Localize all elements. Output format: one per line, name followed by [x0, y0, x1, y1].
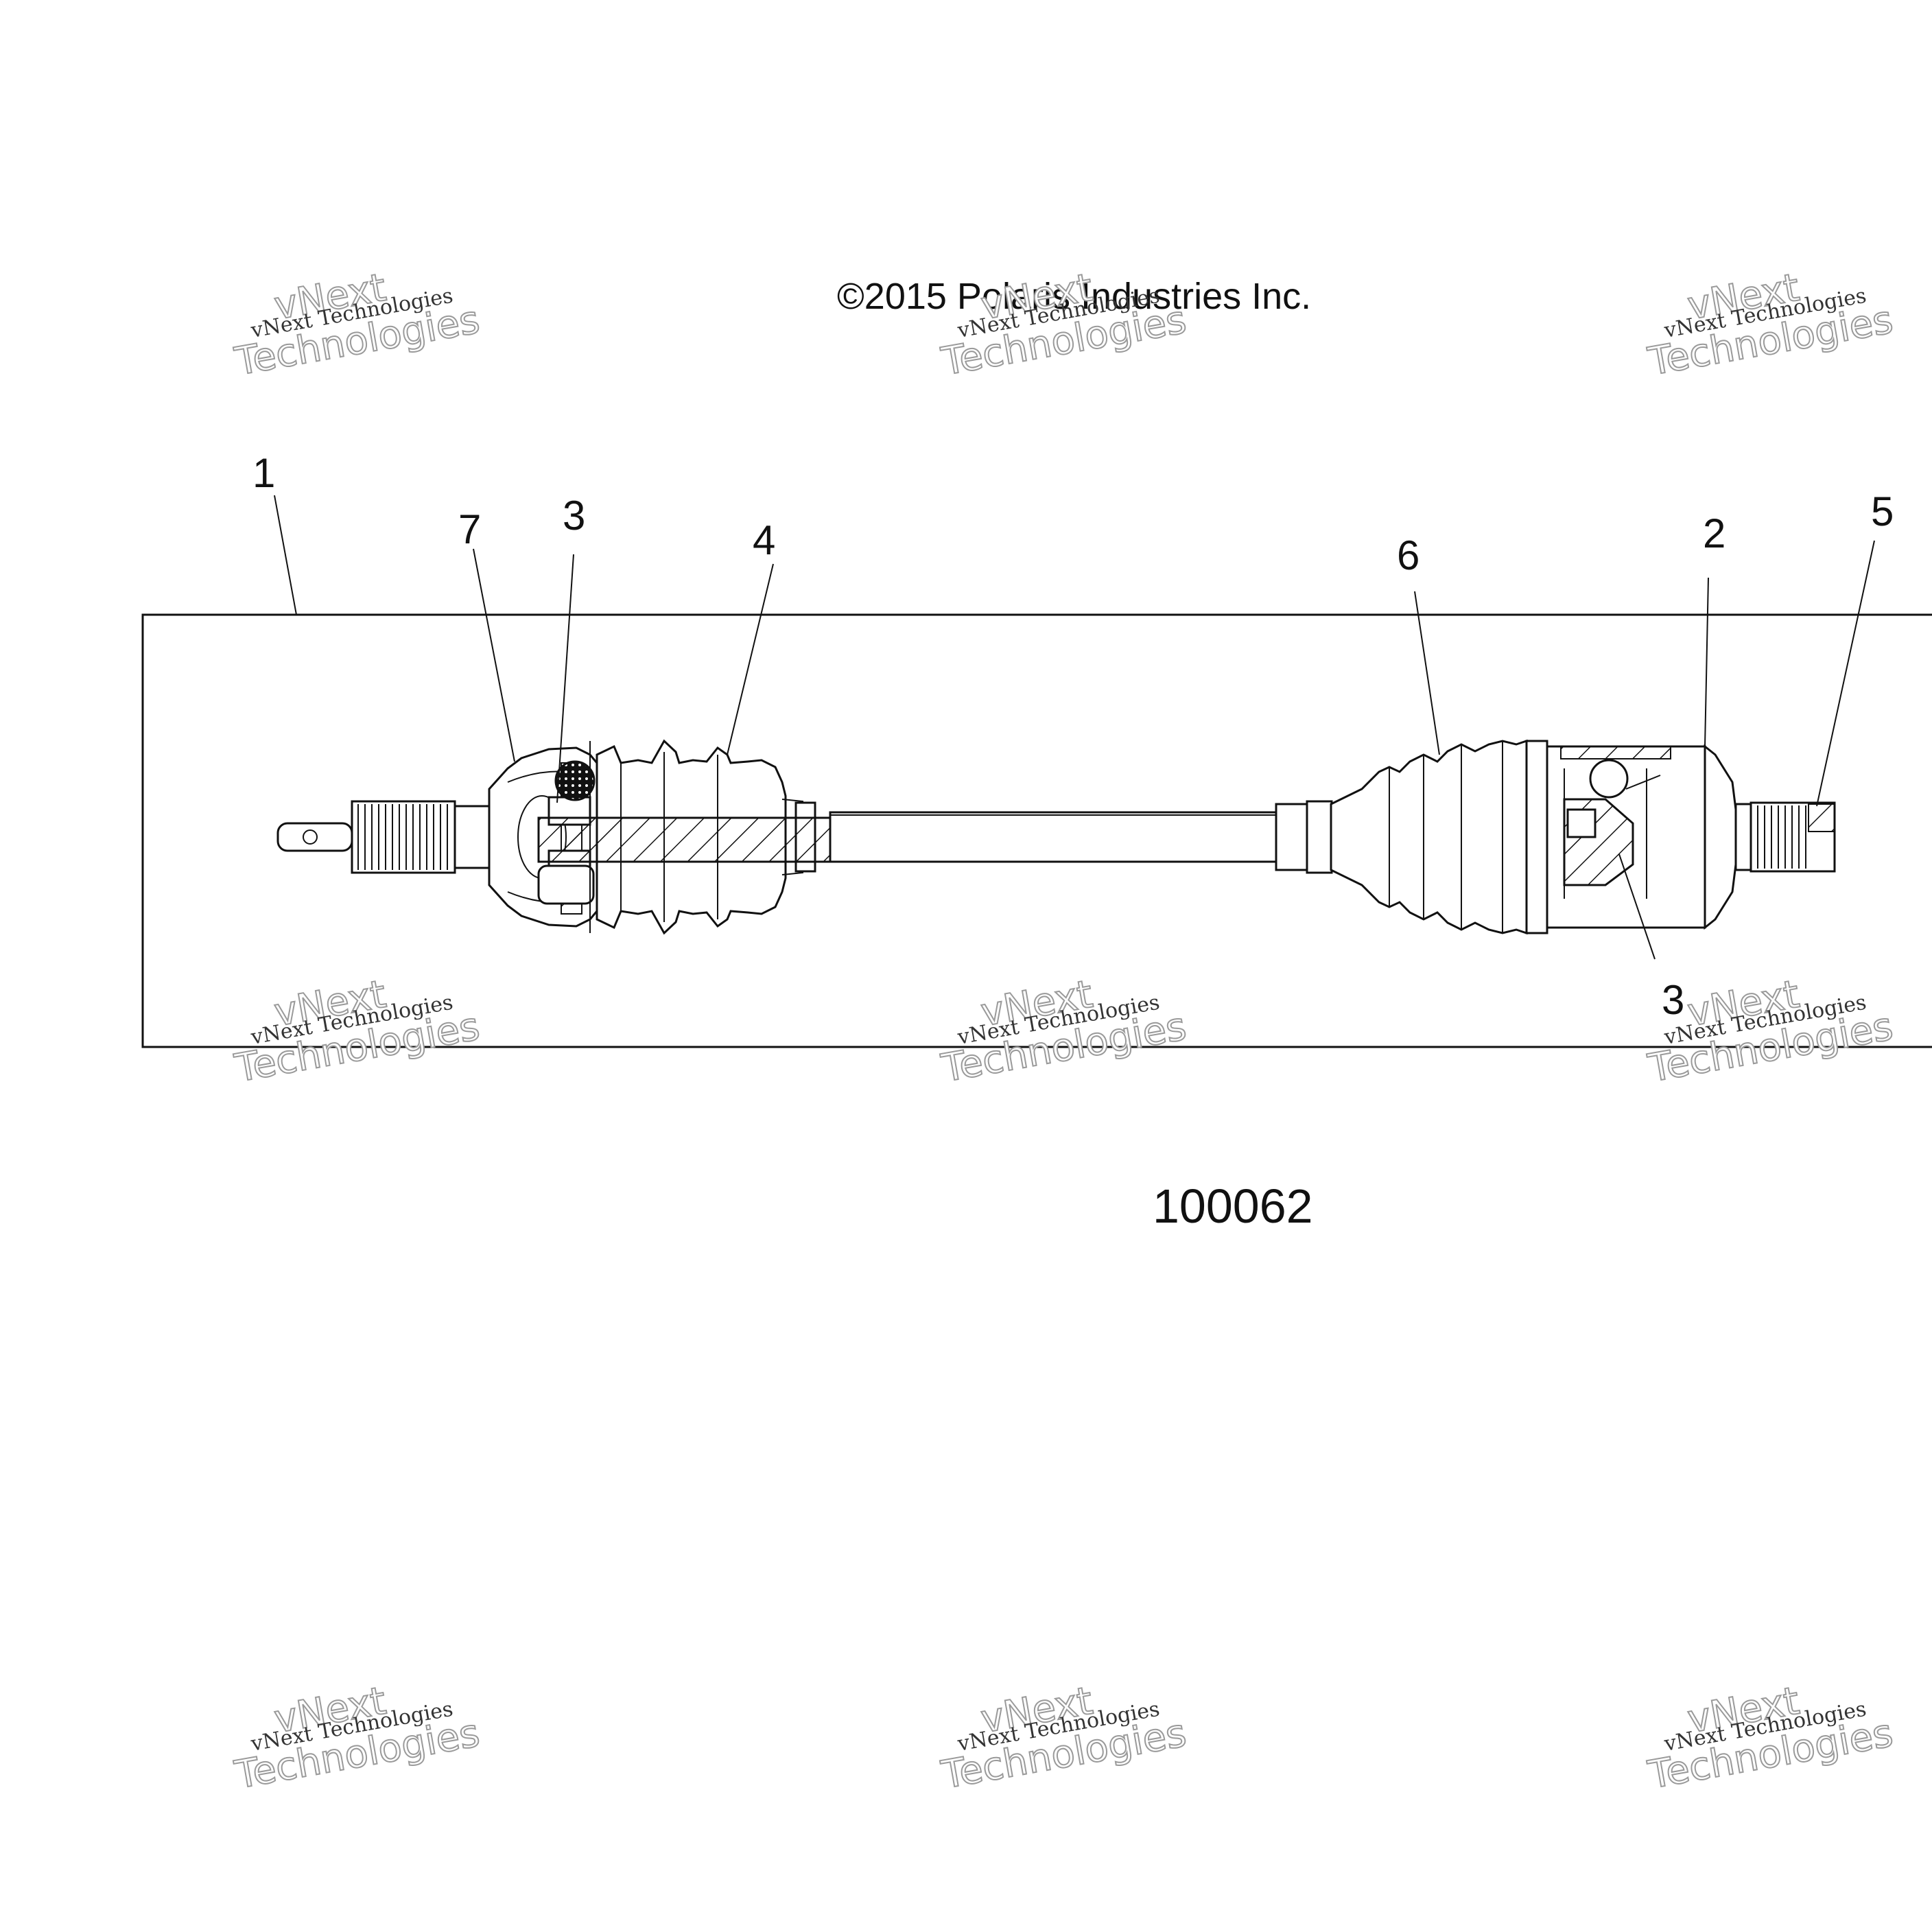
svg-text:vNext: vNext [978, 972, 1096, 1035]
left-inner-race [537, 741, 596, 933]
watermark: vNext vNext Technologies Technologies [231, 1678, 484, 1799]
callout-3-left: 3 [563, 493, 585, 539]
watermark: vNext vNext Technologies Technologies [231, 265, 484, 386]
right-end-stub [1734, 801, 1836, 873]
copyright-text: ©2015 Polaris Industries Inc. [837, 276, 1311, 317]
watermark: vNext vNext Technologies Technologies [937, 265, 1190, 386]
callout-1: 1 [252, 450, 275, 496]
figure-number: 100062 [1153, 1179, 1313, 1233]
left-end-stub [276, 800, 491, 874]
callout-4: 4 [753, 517, 775, 563]
watermark: vNext vNext Technologies Technologies [937, 971, 1190, 1092]
axle-bar [829, 811, 1277, 863]
assembly-frame [141, 613, 1932, 1048]
right-cv-joint [1525, 740, 1737, 934]
watermark: vNext vNext Technologies Technologies [1644, 265, 1897, 386]
watermark: vNext vNext Technologies Technologies [1644, 1678, 1897, 1799]
callout-6: 6 [1397, 532, 1419, 578]
axle-section-hatched [537, 816, 832, 863]
callout-5: 5 [1871, 488, 1894, 534]
right-boot [1275, 739, 1528, 935]
watermark: vNext vNext Technologies Technologies [937, 1678, 1190, 1799]
callout-3-right: 3 [1662, 977, 1684, 1023]
watermark: vNext vNext Technologies Technologies [231, 971, 484, 1092]
callout-7: 7 [458, 506, 481, 552]
leader-lines [274, 495, 1875, 960]
callout-2: 2 [1703, 510, 1725, 556]
